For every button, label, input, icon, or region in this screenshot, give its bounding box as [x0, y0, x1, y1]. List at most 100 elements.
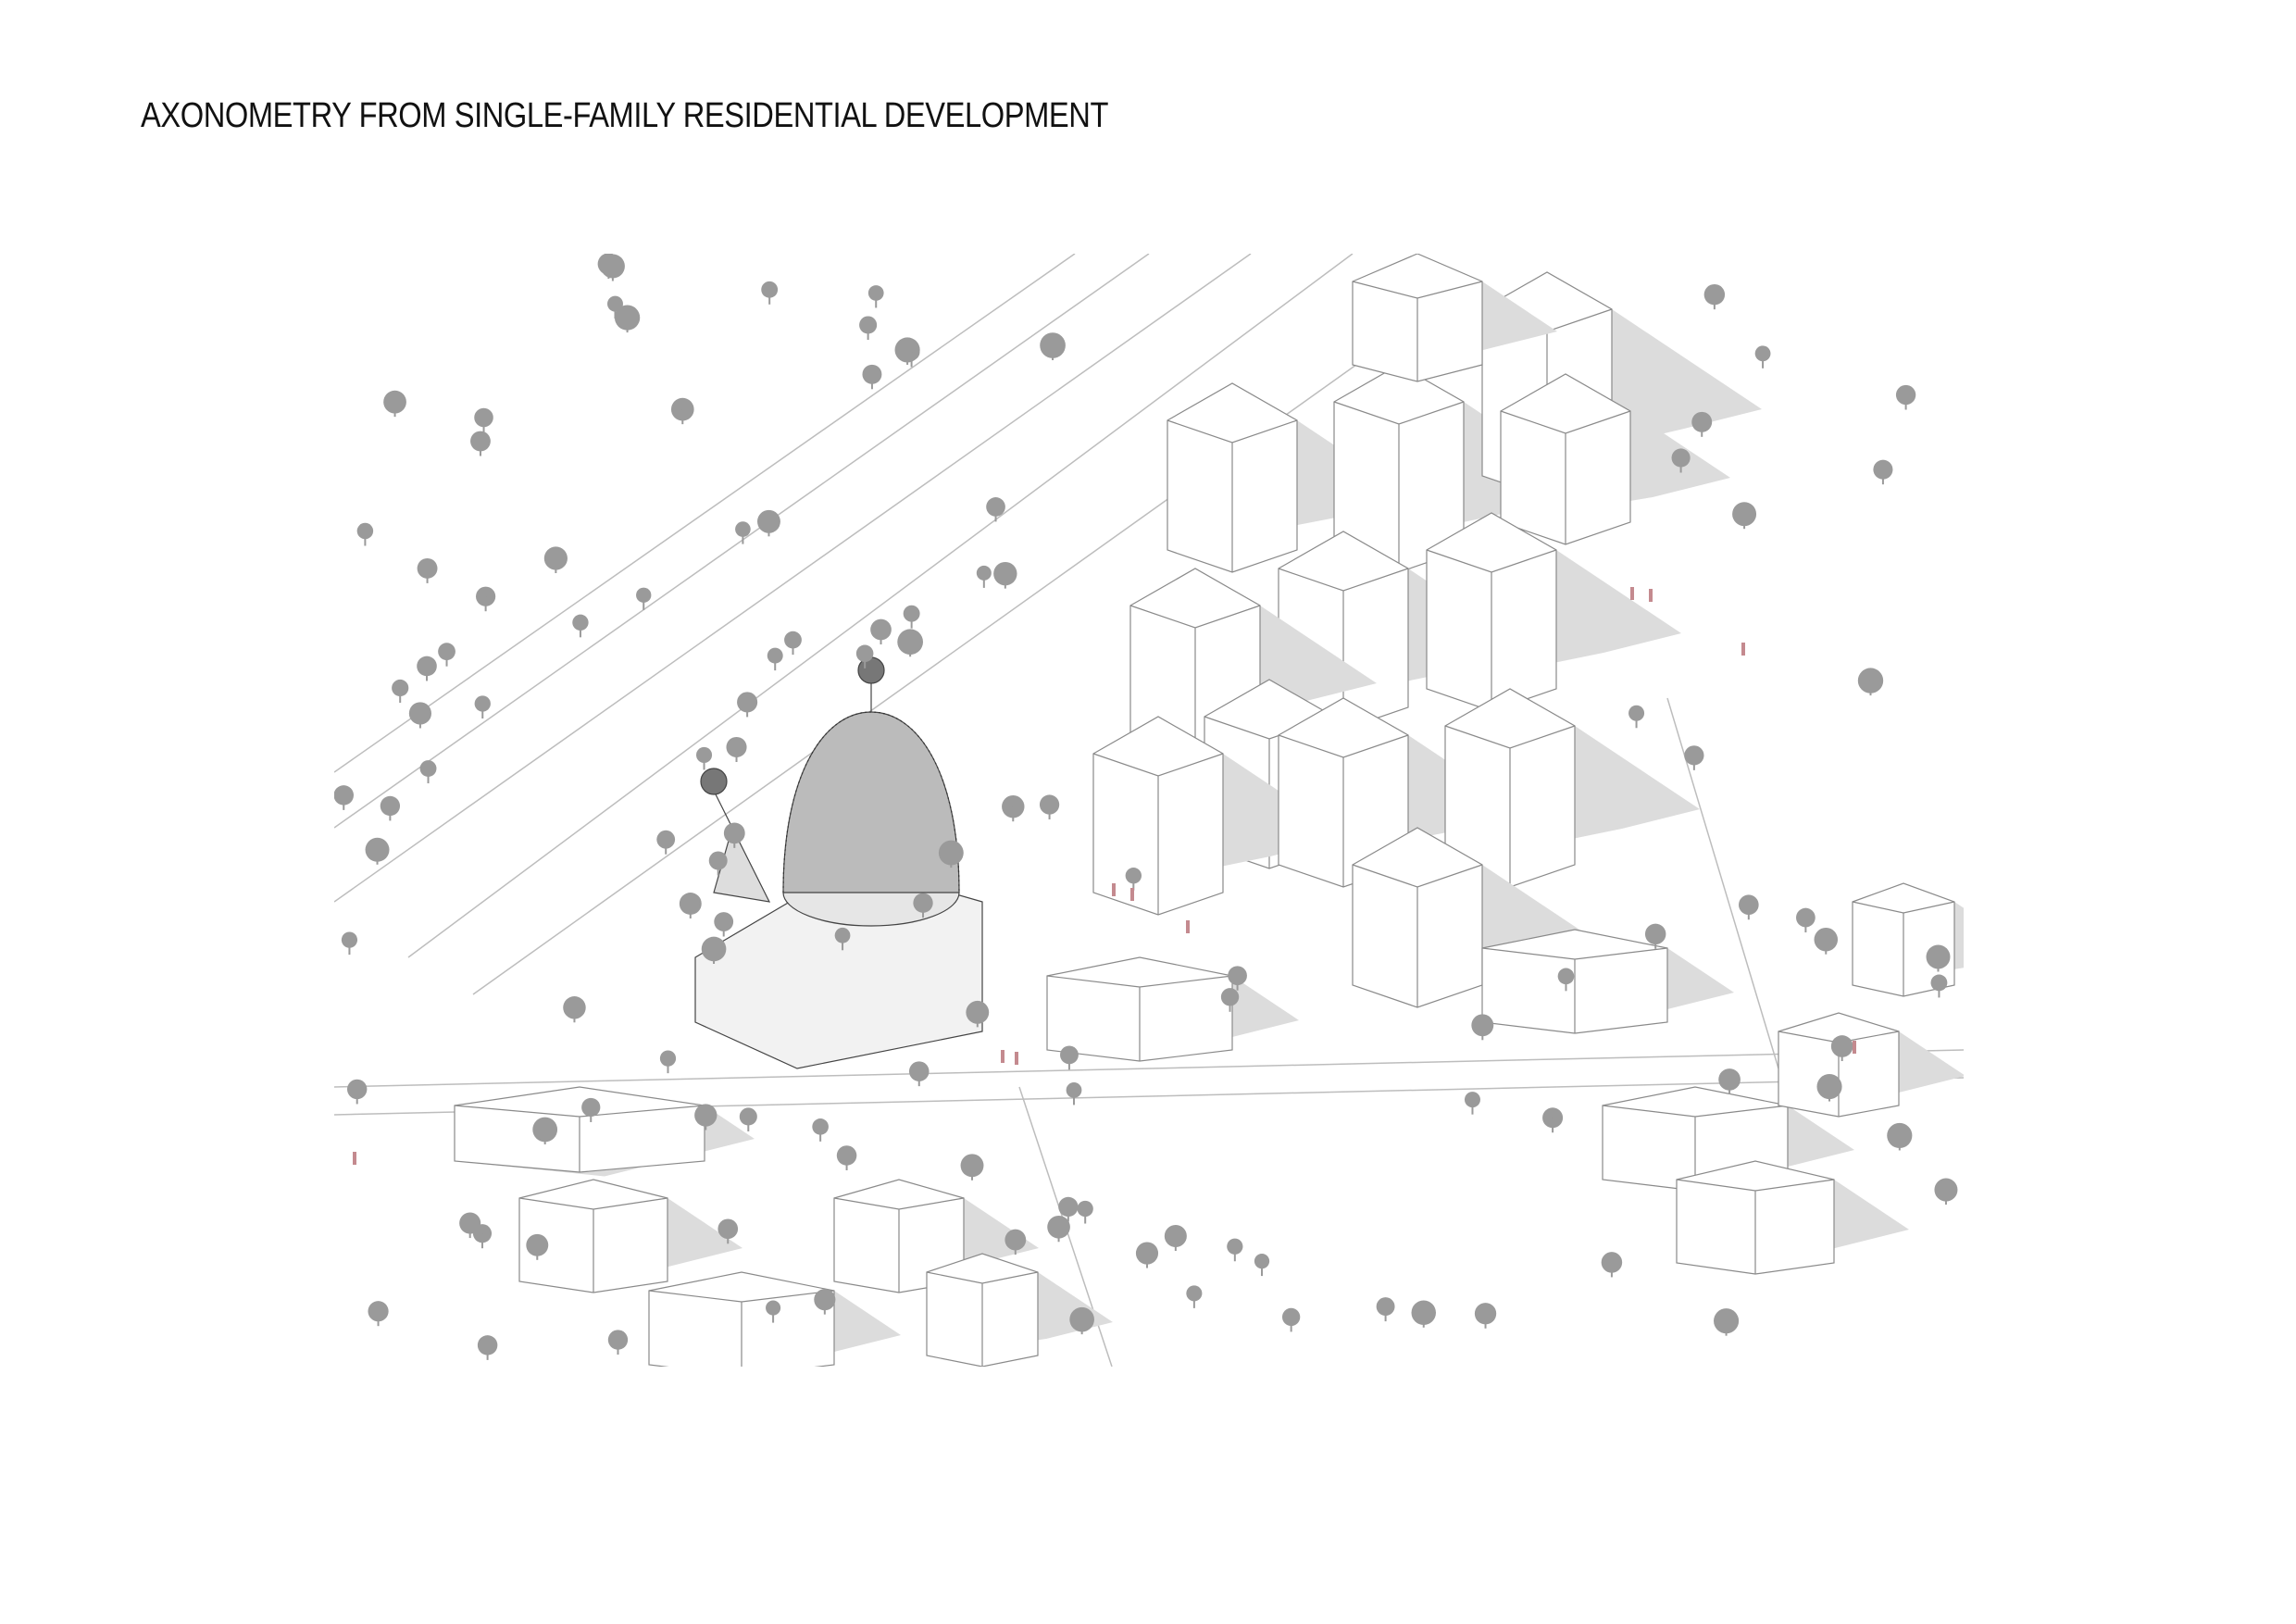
tree: [1926, 944, 1951, 969]
tree-trunk: [364, 531, 367, 546]
tree-trunk: [1747, 905, 1750, 920]
tree-trunk: [774, 656, 777, 671]
tree-trunk: [1057, 1227, 1060, 1243]
person: [1112, 883, 1116, 896]
tree-trunk: [389, 806, 392, 821]
person: [1130, 888, 1134, 901]
page-title: AXONOMETRY FROM SINGLE-FAMILY RESIDENTIA…: [141, 96, 1108, 135]
tree-trunk: [1635, 713, 1638, 729]
tree-trunk: [845, 1155, 848, 1170]
tree-trunk: [705, 1115, 707, 1131]
tree-trunk: [1145, 1253, 1148, 1268]
tree-trunk: [1828, 1086, 1831, 1102]
tree-trunk: [1565, 976, 1567, 992]
tree-trunk: [1937, 956, 1940, 972]
person: [1015, 1052, 1018, 1065]
tree: [903, 605, 920, 622]
tree-trunk: [486, 1344, 489, 1360]
tree: [862, 364, 882, 384]
person: [353, 1152, 356, 1165]
tree-trunk: [1132, 875, 1135, 891]
tree-trunk: [1713, 294, 1716, 310]
tree-trunk: [348, 940, 351, 956]
tree-trunk: [1944, 1190, 1947, 1206]
tree: [614, 305, 641, 331]
tree-trunk: [1692, 755, 1695, 770]
tree-trunk: [742, 529, 744, 544]
person: [1630, 587, 1634, 600]
tree: [1228, 966, 1247, 986]
tree-trunk: [1728, 1079, 1731, 1094]
tree: [735, 521, 751, 537]
tree-trunk: [1084, 1208, 1087, 1224]
tree-trunk: [864, 653, 867, 668]
tree-trunk: [733, 832, 736, 848]
tree-trunk: [1384, 1306, 1387, 1322]
tree-trunk: [393, 402, 396, 418]
tree-trunk: [1229, 996, 1231, 1012]
tree: [1601, 1252, 1623, 1273]
tree-trunk: [792, 640, 794, 656]
tree: [1671, 448, 1691, 468]
trees: [334, 254, 1958, 1360]
tree-trunk: [1290, 1317, 1292, 1332]
tree-trunk: [950, 853, 953, 868]
tree-trunk: [427, 768, 430, 784]
tree-trunk: [823, 1299, 826, 1315]
tree-trunk: [376, 849, 379, 865]
tree-trunk: [971, 1165, 974, 1181]
tree-trunk: [867, 324, 869, 340]
tree-trunk: [481, 703, 484, 718]
tree-trunk: [1174, 1236, 1177, 1252]
tree-trunk: [1552, 1118, 1554, 1133]
tree-trunk: [747, 1116, 750, 1131]
tree: [1703, 283, 1726, 306]
tree-trunk: [772, 1307, 775, 1323]
tree-trunk: [1725, 1320, 1728, 1336]
tree-trunk: [722, 921, 725, 937]
tree-trunk: [1701, 421, 1703, 437]
tree-trunk: [1067, 1055, 1070, 1070]
tree-trunk: [1471, 1099, 1474, 1115]
tree: [1887, 1122, 1913, 1149]
tree: [1895, 384, 1916, 406]
tree-trunk: [880, 629, 882, 644]
church: [694, 656, 983, 1069]
tree-trunk: [870, 374, 873, 390]
tree-trunk: [1261, 1261, 1264, 1277]
tree-trunk: [1422, 1312, 1425, 1328]
tree-trunk: [536, 1244, 539, 1260]
tree-trunk: [1073, 1090, 1076, 1106]
tree: [1125, 868, 1142, 884]
tree-trunk: [1841, 1046, 1843, 1062]
tree: [679, 893, 702, 915]
tree-trunk: [910, 352, 913, 368]
tree-trunk: [426, 568, 429, 583]
tree: [757, 509, 780, 533]
tree-trunk: [1938, 982, 1940, 998]
buildings: [454, 254, 1964, 1367]
tree-trunk: [768, 289, 771, 305]
tree-trunk: [689, 903, 692, 918]
tree: [1873, 459, 1893, 480]
person: [1853, 1041, 1856, 1054]
tree: [1542, 1107, 1564, 1129]
tree: [1816, 1074, 1842, 1100]
tree-trunk: [735, 746, 738, 762]
tree-trunk: [626, 318, 629, 333]
tree-trunk: [356, 1089, 358, 1105]
tree: [960, 1154, 984, 1178]
tree-trunk: [617, 1340, 619, 1355]
tree-trunk: [484, 596, 487, 612]
tree-trunk: [479, 441, 481, 456]
tree-trunk: [1014, 1240, 1017, 1255]
tree-trunk: [994, 506, 997, 522]
tree-trunk: [543, 1129, 546, 1144]
tree-trunk: [982, 572, 985, 588]
tree-trunk: [1080, 1319, 1083, 1335]
tree: [1934, 1178, 1958, 1202]
tree-trunk: [1825, 939, 1828, 955]
tree-trunk: [1192, 1293, 1195, 1308]
axonometry-svg: [334, 254, 1964, 1367]
tree-trunk: [875, 293, 878, 308]
